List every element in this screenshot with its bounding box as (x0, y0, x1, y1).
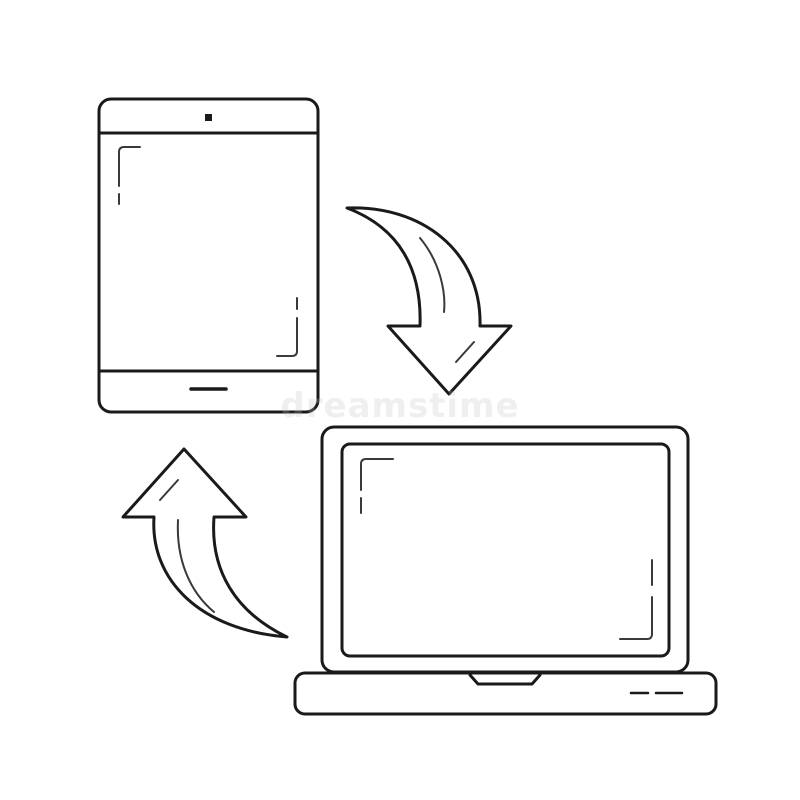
laptop-lid (320, 425, 690, 674)
laptop-icon (293, 425, 718, 716)
curved-arrow-up-tip-shading (159, 479, 179, 501)
tablet-body (97, 97, 320, 414)
curved-arrow-down-tip-shading (455, 341, 475, 363)
curved-arrow-up-outline (121, 447, 289, 639)
tablet-glare-top-left (118, 146, 141, 187)
tablet-camera-dot (205, 114, 212, 121)
laptop-base (293, 671, 718, 716)
curved-arrow-down-outline (345, 206, 513, 396)
curved-arrow-down-icon (345, 206, 513, 396)
laptop-glare-top-left (360, 458, 394, 491)
curved-arrow-up-shading (176, 519, 215, 613)
tablet-glare-bottom-right (276, 317, 298, 357)
laptop-screen (340, 442, 671, 658)
curved-arrow-up-icon (121, 447, 289, 639)
laptop-trackpad-notch (468, 673, 542, 686)
laptop-glare-bottom-right (619, 596, 653, 640)
tablet-icon (97, 97, 320, 414)
curved-arrow-down-shading (419, 237, 446, 313)
